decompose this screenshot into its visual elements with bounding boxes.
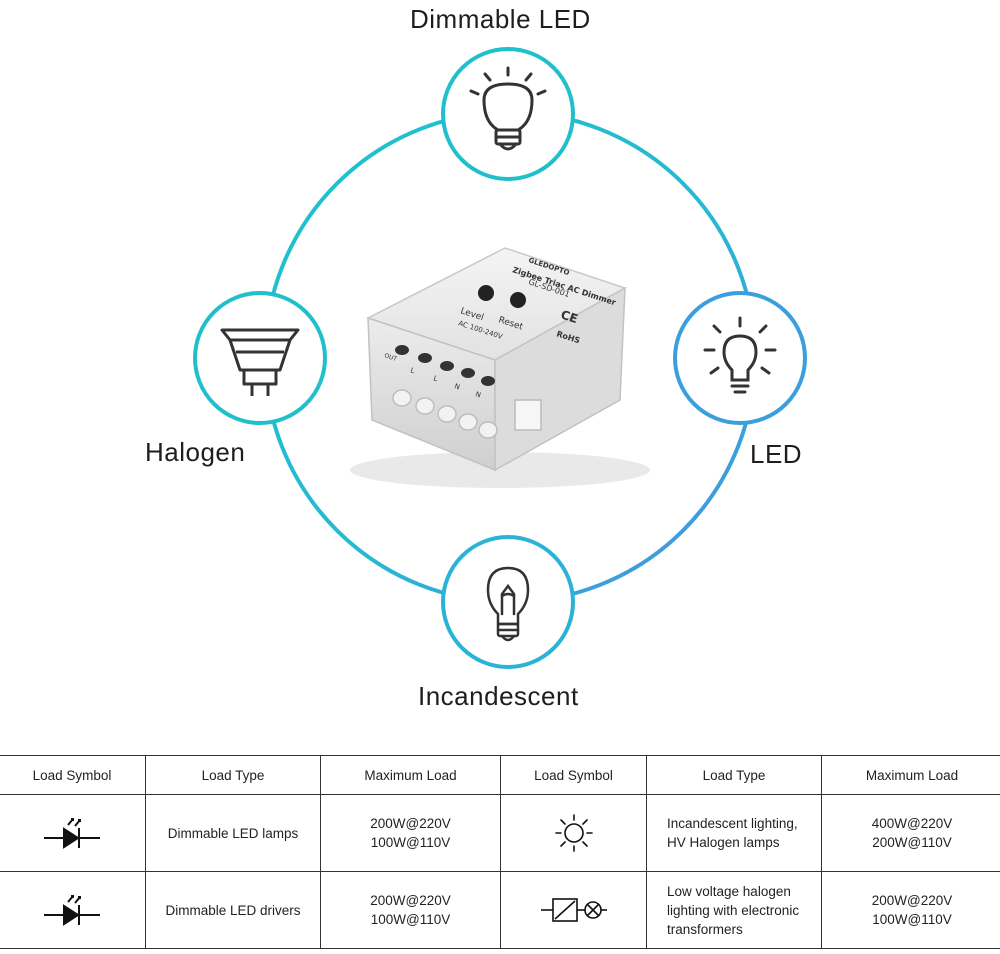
header-load-type-1: Load Type [145, 755, 321, 795]
transformer-lamp-icon [540, 898, 607, 922]
led-glow-icon [703, 316, 777, 394]
symbol-incandescent [500, 794, 647, 872]
label-incandescent: Incandescent [418, 681, 579, 711]
header-load-type-2: Load Type [646, 755, 822, 795]
load-type-cell: Dimmable LED lamps [167, 825, 299, 841]
load-diagram: Zigbee Triac AC Dimmer GLEDOPTO GL-SD-00… [193, 47, 807, 669]
incandescent-node [441, 535, 575, 669]
header-max-load-1: Maximum Load [320, 755, 501, 795]
table-header-row: Load Symbol Load Type Maximum Load Load … [0, 755, 1000, 795]
table-row: Dimmable LED lamps 200W@220V 100W@110V I… [0, 794, 1000, 872]
halogen-spot-icon [220, 328, 300, 396]
dimmable-led-node [441, 47, 575, 181]
max-load-cell: 200W@220V 100W@110V [370, 816, 451, 850]
led-diode-icon [44, 895, 100, 926]
led-diode-icon [44, 818, 100, 849]
max-load-cell: 200W@220V 100W@110V [370, 893, 451, 927]
terminal-l2: L [432, 374, 438, 383]
ce-mark: CE [559, 308, 580, 327]
load-table: Load Symbol Load Type Maximum Load Load … [0, 755, 1000, 949]
load-type-cell: Low voltage halogen lighting with electr… [667, 883, 800, 937]
load-type-cell: Dimmable LED drivers [165, 902, 301, 918]
header-max-load-2: Maximum Load [821, 755, 1000, 795]
halogen-node [193, 291, 327, 425]
terminal-n2: N [474, 390, 481, 399]
symbol-led-lamp [0, 794, 146, 872]
dimmer-module: Zigbee Triac AC Dimmer GLEDOPTO GL-SD-00… [350, 247, 650, 488]
header-load-symbol-2: Load Symbol [500, 755, 647, 795]
load-type-cell: Incandescent lighting, HV Halogen lamps [667, 816, 798, 850]
incandescent-bulb-icon [486, 566, 530, 642]
label-dimmable-led: Dimmable LED [410, 4, 591, 34]
terminal-out: OUT [383, 352, 398, 363]
max-load-cell: 400W@220V 200W@110V [871, 816, 953, 850]
lamp-symbol-icon [554, 814, 593, 852]
symbol-led-driver [0, 871, 146, 949]
terminal-l1: L [409, 366, 415, 375]
symbol-transformer [500, 871, 647, 949]
label-led: LED [750, 439, 803, 469]
table-row: Dimmable LED drivers 200W@220V 100W@110V… [0, 871, 1000, 949]
header-load-symbol-1: Load Symbol [0, 755, 146, 795]
terminal-n1: N [453, 382, 460, 391]
led-bulb-icon [469, 66, 547, 151]
label-halogen: Halogen [145, 437, 246, 467]
max-load-cell: 200W@220V 100W@110V [871, 893, 953, 927]
led-node [673, 291, 807, 425]
